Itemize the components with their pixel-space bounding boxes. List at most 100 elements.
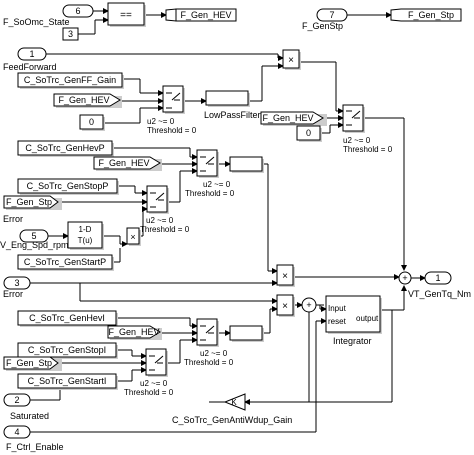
svg-text:C_SoTrc_GenStopP: C_SoTrc_GenStopP	[27, 181, 109, 191]
switch-cond-3: u2 ~= 0	[203, 180, 231, 189]
lowpass-filter[interactable]	[205, 90, 250, 107]
switch-i-hev[interactable]	[196, 318, 219, 347]
svg-text:+: +	[306, 300, 311, 310]
svg-text:F_Gen_Stp: F_Gen_Stp	[6, 197, 52, 207]
svg-text:F_Gen_HEV: F_Gen_HEV	[180, 10, 231, 20]
svg-text:==: ==	[120, 10, 132, 21]
svg-text:F_Gen_Stp: F_Gen_Stp	[408, 10, 454, 20]
inport-feedforward[interactable]: 1	[17, 47, 47, 61]
svg-text:4: 4	[14, 427, 19, 437]
switch-p-hev[interactable]	[196, 149, 219, 178]
switch-cond-4: u2 ~= 0	[146, 216, 174, 225]
integrator-block[interactable]: Input reset output	[325, 295, 382, 334]
from-f-gen-hev-3[interactable]: F_Gen_HEV	[93, 156, 162, 171]
label-saturated: Saturated	[10, 411, 49, 421]
inport-error[interactable]: 3	[3, 276, 31, 290]
svg-text:5: 5	[31, 231, 36, 241]
product-i[interactable]: ×	[276, 294, 295, 317]
switch-cond-6: u2 ~= 0	[140, 379, 168, 388]
constant-hev-p[interactable]: C_SoTrc_GenHevP	[17, 140, 114, 157]
goto-f-gen-hev[interactable]: F_Gen_HEV	[165, 8, 237, 22]
svg-text:C_SoTrc_GenStopI: C_SoTrc_GenStopI	[28, 345, 106, 355]
rate-block-i[interactable]	[229, 325, 264, 342]
label-antiwindup: C_SoTrc_GenAntiWdup_Gain	[172, 415, 292, 425]
rate-block-p[interactable]	[229, 156, 264, 173]
switch-cond-1: u2 ~= 0	[147, 117, 175, 126]
inport-speed[interactable]: 5	[19, 229, 49, 243]
constant-start-p[interactable]: C_SoTrc_GenStartP	[17, 254, 114, 271]
svg-text:K: K	[231, 398, 237, 407]
constant-stop-p[interactable]: C_SoTrc_GenStopP	[17, 178, 119, 195]
lookup-table-1d[interactable]: 1-D T(u)	[67, 221, 104, 250]
switch-feedforward[interactable]	[162, 85, 185, 114]
label-feedforward: FeedForward	[3, 62, 57, 72]
switch-i-stop[interactable]	[145, 348, 168, 377]
svg-text:×: ×	[130, 232, 135, 242]
from-f-gen-stp-2[interactable]: F_Gen_Stp	[3, 356, 62, 371]
svg-text:0: 0	[306, 128, 311, 138]
svg-text:C_SoTrc_GenFF_Gain: C_SoTrc_GenFF_Gain	[24, 75, 116, 85]
switch-p-stop[interactable]	[146, 185, 169, 214]
inport-saturated[interactable]: 2	[3, 393, 31, 407]
switch-threshold-2: Threshold = 0	[343, 145, 393, 154]
switch-threshold-6: Threshold = 0	[124, 388, 174, 397]
constant-zero-a[interactable]: 0	[79, 114, 105, 131]
from-f-gen-hev-2[interactable]: F_Gen_HEV	[260, 111, 327, 126]
constant-ff-gain[interactable]: C_SoTrc_GenFF_Gain	[17, 72, 124, 89]
label-error: Error	[3, 289, 23, 299]
constant-zero-b[interactable]: 0	[296, 125, 322, 142]
svg-text:7: 7	[329, 10, 334, 20]
product-feedforward[interactable]: ×	[282, 49, 301, 70]
relational-equal-block[interactable]: ==	[107, 2, 146, 27]
product-speed[interactable]: ×	[126, 227, 141, 246]
lowpass-label: LowPassFilter	[204, 110, 261, 120]
gain-antiwindup[interactable]: K	[223, 393, 246, 411]
inport-enable[interactable]: 4	[3, 425, 31, 439]
switch-feedforward-enable[interactable]	[342, 104, 365, 133]
constant-start-i[interactable]: C_SoTrc_GenStartI	[17, 373, 118, 390]
port-number: 6	[75, 6, 80, 16]
label-state: F_SoOmc_State	[3, 17, 70, 27]
label-enable: F_Ctrl_Enable	[6, 442, 64, 452]
svg-text:C_SoTrc_GenHevI: C_SoTrc_GenHevI	[29, 313, 105, 323]
switch-threshold-4: Threshold = 0	[140, 225, 190, 234]
svg-text:F_Gen_HEV: F_Gen_HEV	[262, 113, 313, 123]
inport-f-genstp[interactable]: 7	[316, 8, 348, 22]
svg-text:C_SoTrc_GenStartP: C_SoTrc_GenStartP	[24, 257, 106, 267]
svg-text:1: 1	[29, 49, 34, 59]
from-f-gen-hev-1[interactable]: F_Gen_HEV	[53, 93, 122, 108]
constant-hev-i[interactable]: C_SoTrc_GenHevI	[17, 310, 118, 327]
svg-text:3: 3	[68, 29, 73, 39]
svg-text:×: ×	[282, 271, 288, 282]
constant-three[interactable]: 3	[62, 27, 79, 41]
constant-stop-i[interactable]: C_SoTrc_GenStopI	[17, 342, 118, 359]
switch-threshold-5: Threshold = 0	[184, 358, 234, 367]
label-error-upper: Error	[3, 214, 23, 224]
product-p[interactable]: ×	[276, 264, 295, 287]
switch-threshold-1: Threshold = 0	[147, 126, 197, 135]
svg-text:Input: Input	[328, 304, 347, 313]
from-f-gen-hev-4[interactable]: F_Gen_HEV	[107, 325, 162, 340]
svg-text:×: ×	[282, 301, 288, 312]
svg-text:F_Gen_HEV: F_Gen_HEV	[108, 327, 159, 337]
svg-text:F_Gen_Stp: F_Gen_Stp	[6, 358, 52, 368]
sum-antiwindup[interactable]: +	[301, 297, 317, 313]
svg-text:2: 2	[14, 395, 19, 405]
switch-cond-5: u2 ~= 0	[200, 349, 228, 358]
svg-text:T(u): T(u)	[78, 236, 93, 245]
switch-threshold-3: Threshold = 0	[185, 189, 235, 198]
inport-f-soomc-state[interactable]: 6	[62, 4, 94, 18]
label-genstp: F_GenStp	[302, 21, 343, 31]
svg-text:×: ×	[288, 55, 294, 66]
from-f-gen-stp-1[interactable]: F_Gen_Stp	[3, 195, 62, 210]
goto-f-gen-stp[interactable]: F_Gen_Stp	[390, 8, 462, 22]
outport-vt-gentq[interactable]: 1	[424, 271, 452, 285]
svg-text:output: output	[356, 314, 379, 323]
integrator-label: Integrator	[333, 336, 372, 346]
svg-text:reset: reset	[328, 317, 347, 326]
svg-text:C_SoTrc_GenHevP: C_SoTrc_GenHevP	[25, 143, 104, 153]
sum-output[interactable]: +	[398, 271, 412, 285]
svg-text:1: 1	[435, 273, 440, 283]
svg-text:3: 3	[14, 278, 19, 288]
